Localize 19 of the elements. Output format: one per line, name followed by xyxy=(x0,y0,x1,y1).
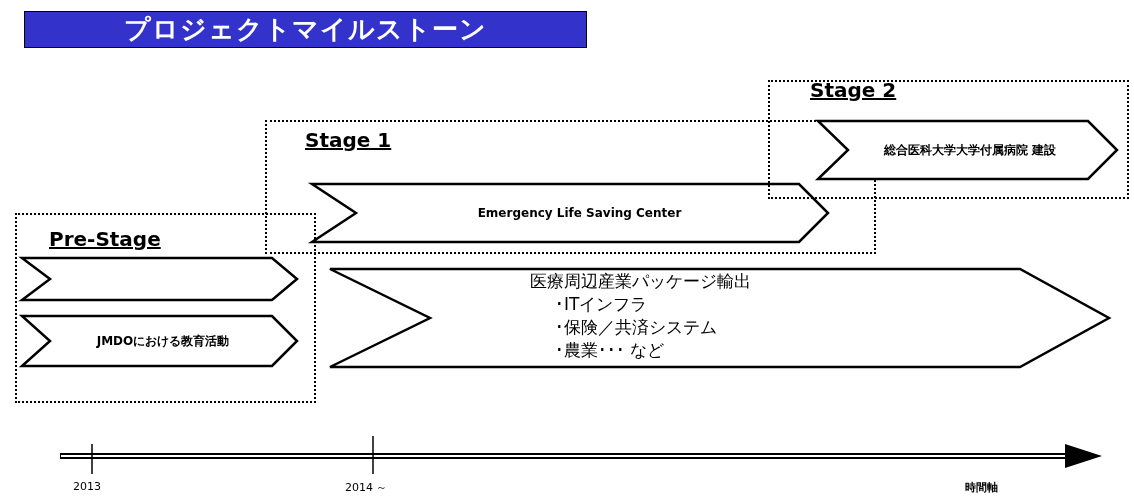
chevron-label: 総合医科大学大学付属病院 建設 xyxy=(882,141,1058,159)
bullet-item: ･農業･･･ など xyxy=(555,339,665,362)
axis-title: 時間軸 xyxy=(965,480,998,495)
stage-frame xyxy=(265,120,876,254)
title-banner: プロジェクトマイルストーン xyxy=(24,11,587,48)
tick-label: 2013 xyxy=(73,480,101,493)
stage-frame xyxy=(15,213,316,403)
milestone-banner xyxy=(818,120,1118,180)
chevron-label: JMDOにおける教育活動 xyxy=(95,332,231,350)
stage-frame xyxy=(768,80,1129,199)
stage-title: Pre-Stage xyxy=(49,227,161,251)
bullet-item: ･保険／共済システム xyxy=(555,316,717,339)
milestone-banner xyxy=(330,268,1110,368)
stage-title: Stage 1 xyxy=(305,128,392,152)
chevron-label: Emergency Life Saving Center xyxy=(476,206,683,220)
chevron-heading: 医療周辺産業パッケージ輸出 xyxy=(530,270,751,293)
stage-title: Stage 2 xyxy=(810,78,897,102)
bullet-item: ･ITインフラ xyxy=(555,293,648,316)
tick-label: 2014 ～ xyxy=(345,480,388,495)
